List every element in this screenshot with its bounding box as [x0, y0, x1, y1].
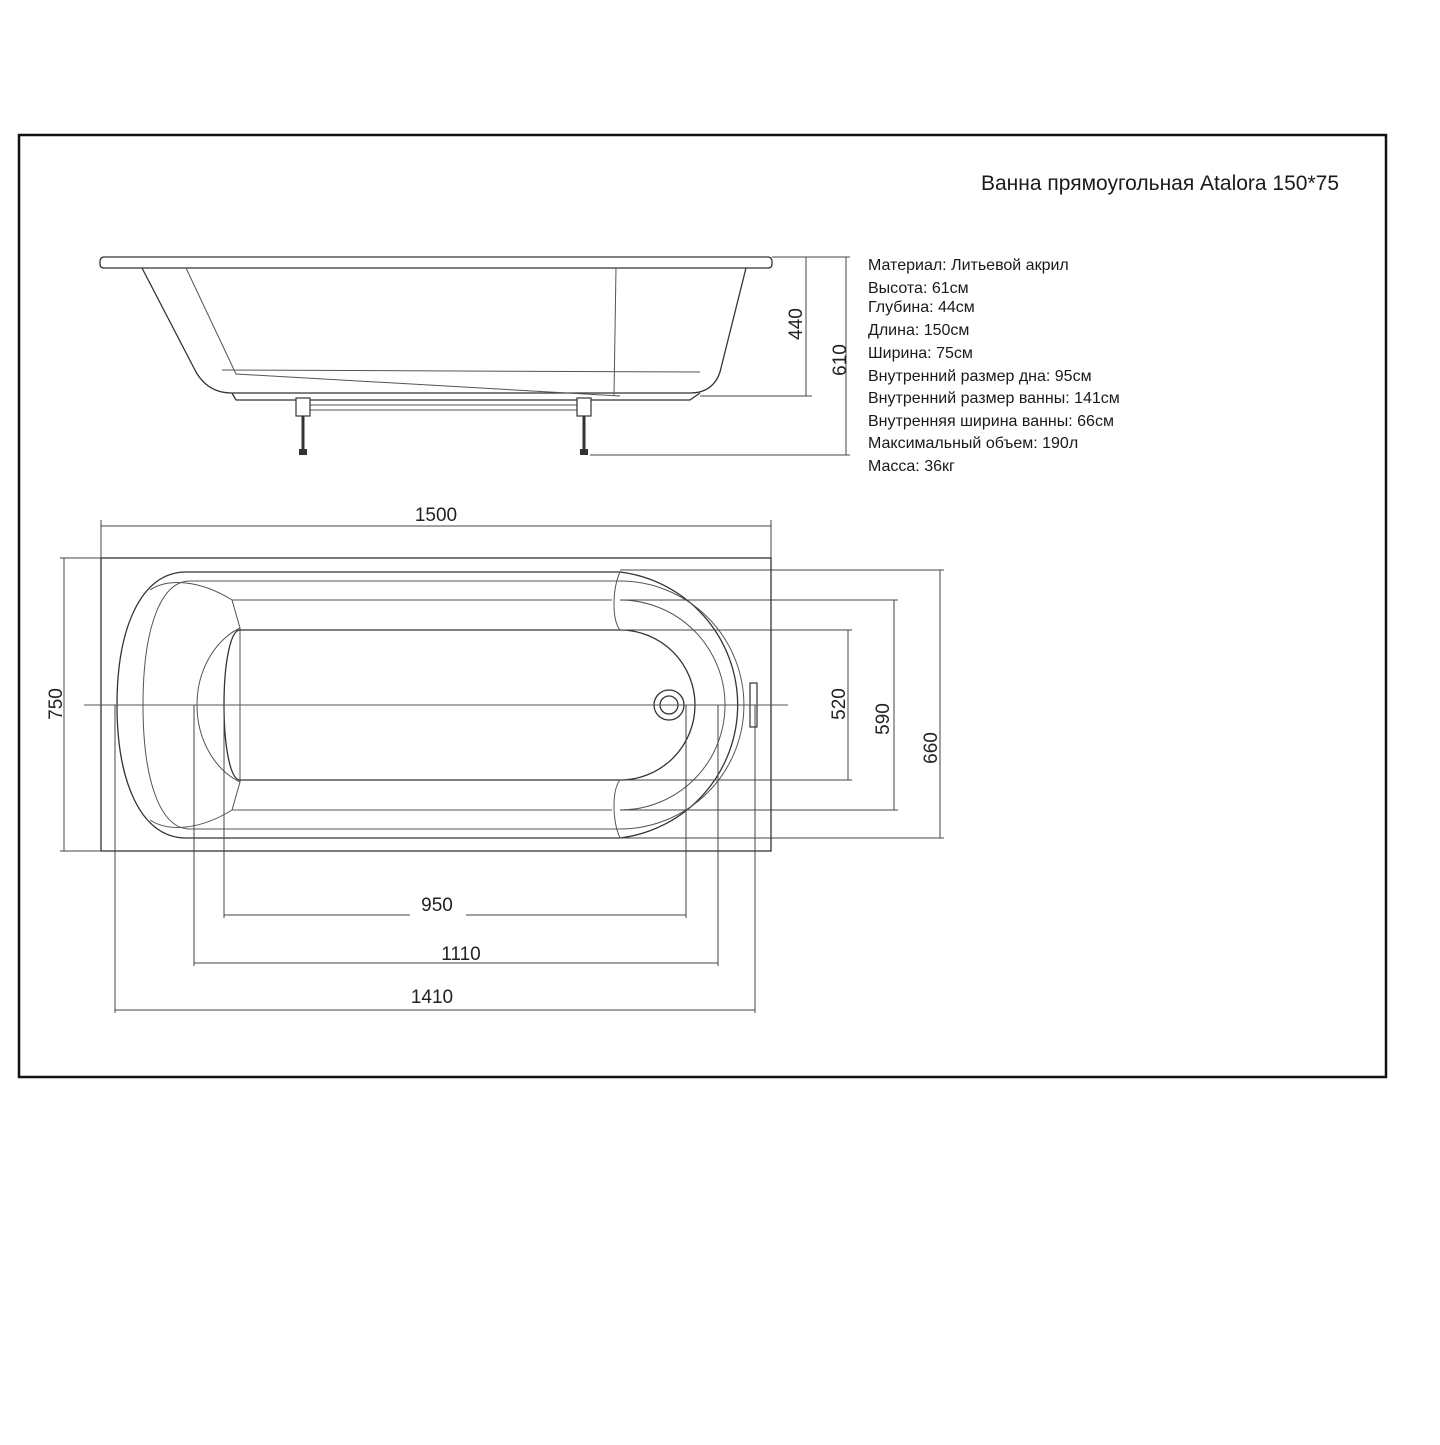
dim-inner-length-mid-label: 1110 [441, 944, 480, 965]
dim-inner-length-label: 1410 [411, 987, 453, 1008]
top-headrest-lines [232, 599, 612, 811]
dim-bottom-length-label: 950 [421, 895, 453, 916]
leg-left [295, 397, 311, 455]
dim-length: 1500 [100, 505, 772, 558]
dim-height-label: 610 [830, 344, 851, 376]
drawing-title: Ванна прямоугольная Atalora 150*75 [981, 172, 1339, 195]
spec-height: Высота: 61см [868, 280, 969, 297]
dim-length-label: 1500 [415, 505, 457, 526]
spec-mass: Масса: 36кг [868, 458, 955, 475]
spec-inner-width: Внутренняя ширина ванны: 66см [868, 413, 1114, 430]
top-end-crease [613, 571, 621, 839]
spec-width: Ширина: 75см [868, 345, 973, 362]
side-body-low-line [221, 369, 701, 373]
dim-bottom-width-label: 520 [829, 688, 850, 720]
top-inner-contour [116, 571, 739, 839]
dim-inner-length: 1410 [114, 705, 756, 1013]
dim-width: 750 [46, 557, 101, 852]
side-body [141, 267, 747, 394]
dim-bottom-width: 520 [620, 629, 852, 781]
dim-depth: 440 [700, 256, 812, 397]
dim-inner-length-mid: 1110 [193, 705, 719, 966]
leg-right [576, 397, 592, 455]
dim-inner-width-mid: 590 [620, 599, 898, 811]
dim-height: 610 [590, 256, 851, 456]
dim-inner-width-label: 660 [921, 732, 942, 764]
dim-inner-width: 660 [620, 569, 944, 839]
dim-depth-label: 440 [786, 308, 807, 340]
spec-volume: Максимальный объем: 190л [868, 435, 1078, 452]
top-floor [223, 629, 696, 781]
spec-length: Длина: 150см [868, 322, 969, 339]
dim-bottom-length: 950 [223, 705, 687, 918]
top-mid-contour [142, 580, 745, 830]
spec-depth: Глубина: 44см [868, 299, 975, 316]
side-body-inner-line [185, 267, 621, 397]
dim-width-label: 750 [46, 688, 67, 720]
spec-list: Материал: Литьевой акрил Высота: 61см Гл… [868, 257, 1120, 475]
spec-material: Материал: Литьевой акрил [868, 257, 1069, 274]
dim-inner-width-mid-label: 590 [873, 703, 894, 735]
side-view: 440 610 [99, 256, 851, 456]
spec-inner-size: Внутренний размер ванны: 141см [868, 390, 1120, 407]
side-rim [99, 256, 773, 269]
drawing-frame [17, 133, 1388, 1079]
spec-bottom-size: Внутренний размер дна: 95см [868, 368, 1092, 385]
side-base [231, 392, 701, 401]
top-view: 1500 750 520 590 660 [46, 505, 944, 1013]
side-body-crease [613, 267, 617, 396]
